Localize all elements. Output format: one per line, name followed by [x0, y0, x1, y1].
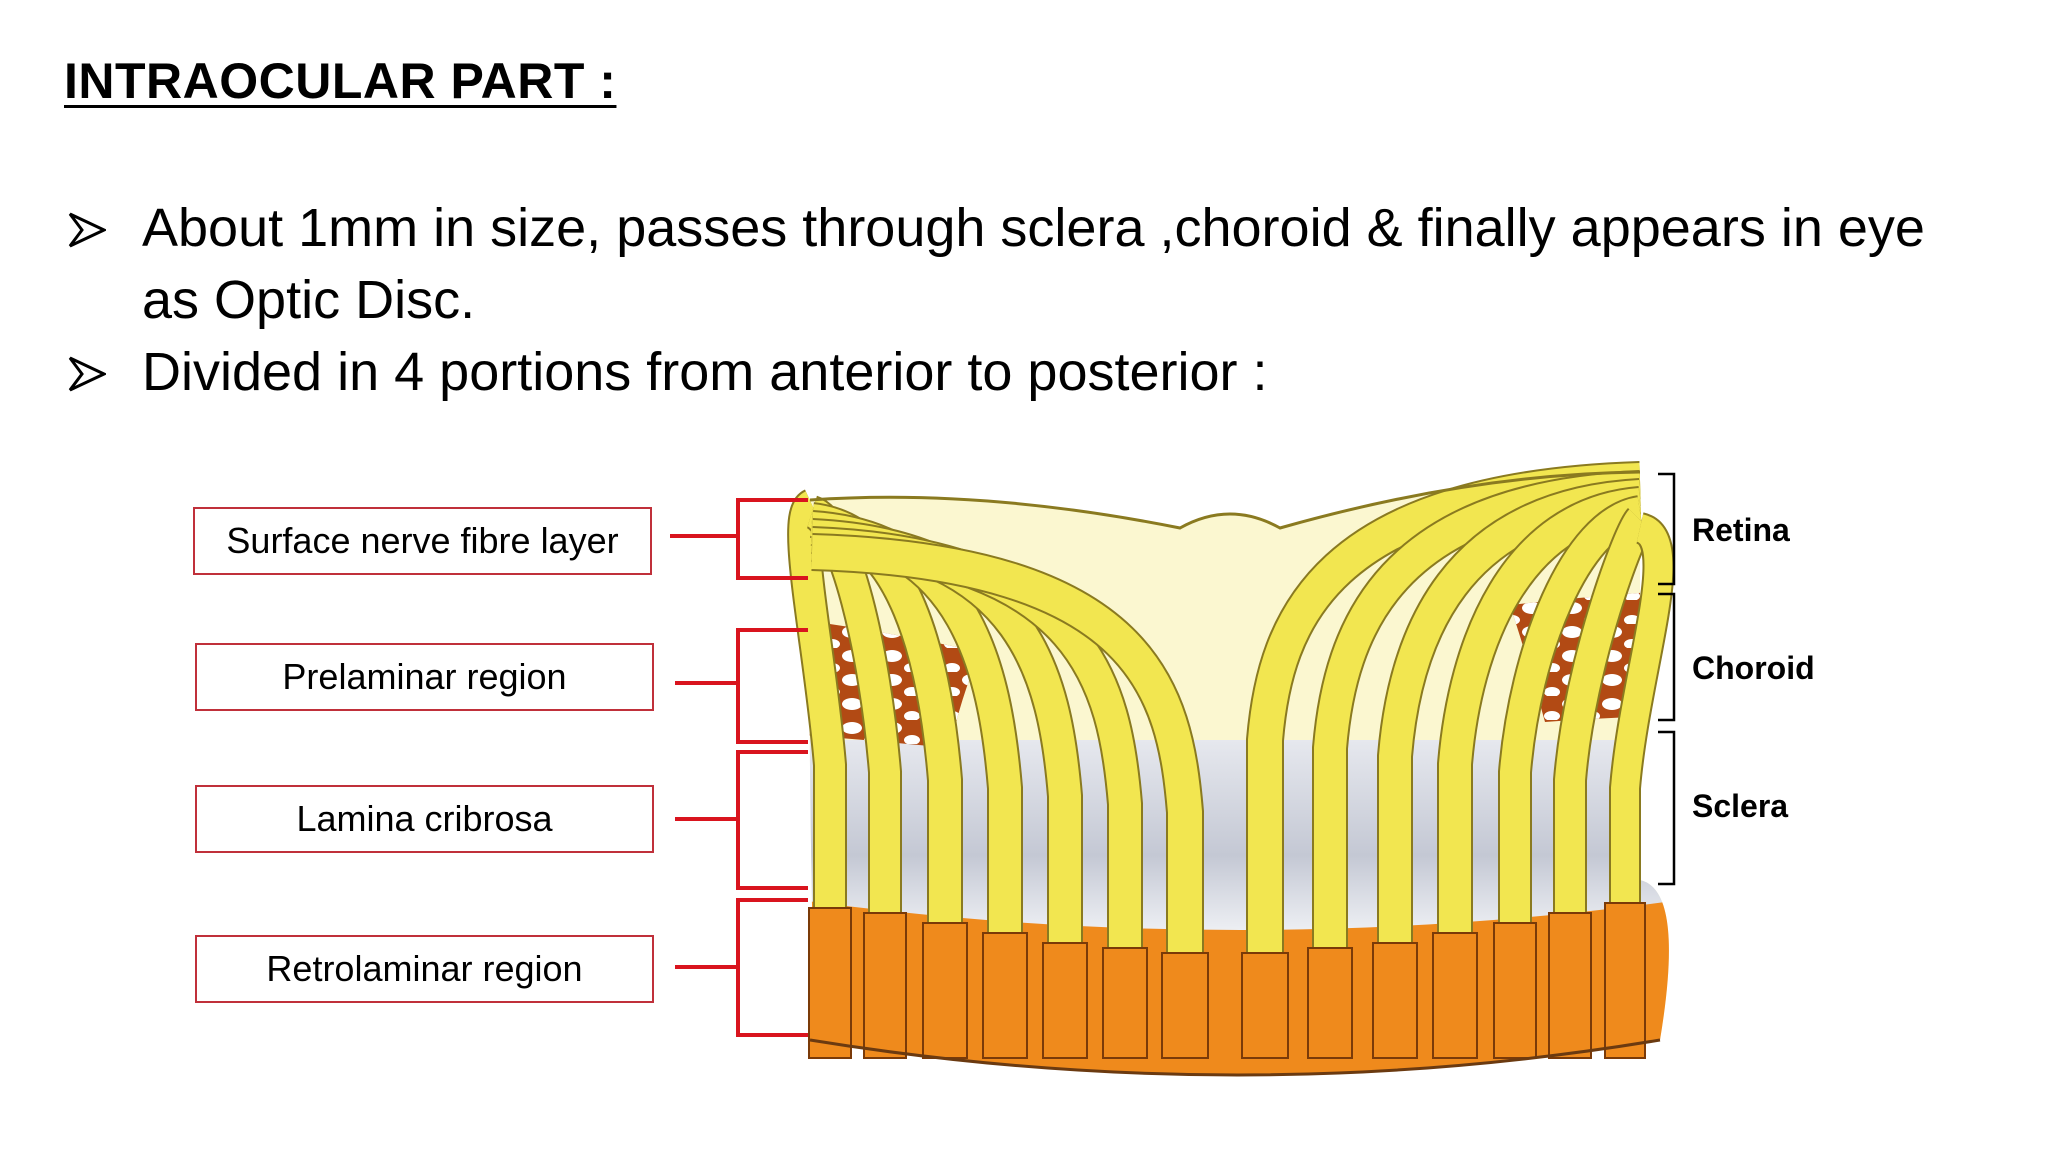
bullet-item: About 1mm in size, passes through sclera… [68, 192, 1968, 336]
nerve-posterior-outline [809, 1038, 1661, 1077]
retrolaminar-segment [1102, 947, 1148, 1059]
layer-label-sclera: Sclera [1692, 788, 1789, 824]
nerve-fibre-right-3 [1439, 488, 1642, 935]
retrolaminar-segment [1042, 942, 1088, 1059]
label-retrolaminar-region: Retrolaminar region [195, 935, 654, 1003]
bullet-text: Divided in 4 portions from anterior to p… [142, 342, 1268, 402]
retrolaminar-segment [1548, 912, 1592, 1059]
nerve-fibre-right-5 [1555, 509, 1653, 915]
nerve-fibre-bundles [787, 461, 1675, 955]
layer-brackets [1658, 472, 1676, 886]
label-lamina-cribrosa: Lamina cribrosa [195, 785, 654, 853]
slide-title: INTRAOCULAR PART : [64, 53, 617, 109]
retrolaminar-segment [982, 932, 1028, 1059]
bullet-item: Divided in 4 portions from anterior to p… [68, 336, 1968, 408]
label-surface-nerve-fibre-layer: Surface nerve fibre layer [193, 507, 652, 575]
bullet-list: About 1mm in size, passes through sclera… [68, 192, 1968, 408]
region-label-text: Surface nerve fibre layer [226, 520, 619, 561]
retrolaminar-segment [1604, 902, 1646, 1059]
region-brackets [670, 498, 808, 1037]
disc-surface-outline [809, 470, 1641, 530]
label-prelaminar-region: Prelaminar region [195, 643, 654, 711]
arrowhead-bullet-icon [68, 212, 106, 248]
layer-label-retina: Retina [1692, 512, 1790, 548]
nerve-fibre-left-0 [789, 491, 845, 910]
nerve-fibre-left-6 [811, 535, 1202, 955]
retrolaminar-segment [1161, 952, 1209, 1059]
region-label-text: Retrolaminar region [266, 948, 583, 989]
retrolaminar-segment [1307, 947, 1353, 1059]
retrolaminar-septa [808, 902, 1646, 1059]
arrowhead-bullet-icon [68, 356, 106, 392]
retrolaminar-segment [808, 907, 852, 1059]
region-label-text: Prelaminar region [282, 656, 567, 697]
region-label-text: Lamina cribrosa [296, 798, 553, 839]
nerve-fibre-right-6 [1611, 514, 1673, 905]
retrolaminar-segment [1432, 932, 1478, 1059]
retrolaminar-segment [863, 912, 907, 1059]
retrolaminar-segment [922, 922, 968, 1059]
layer-label-choroid: Choroid [1692, 650, 1815, 686]
nerve-fibre-right-4 [1500, 497, 1644, 925]
retrolaminar-segment [1241, 952, 1289, 1059]
retrolaminar-segment [1372, 942, 1418, 1059]
retrolaminar-segment [1493, 922, 1537, 1059]
bullet-text: About 1mm in size, passes through sclera… [142, 198, 1925, 330]
